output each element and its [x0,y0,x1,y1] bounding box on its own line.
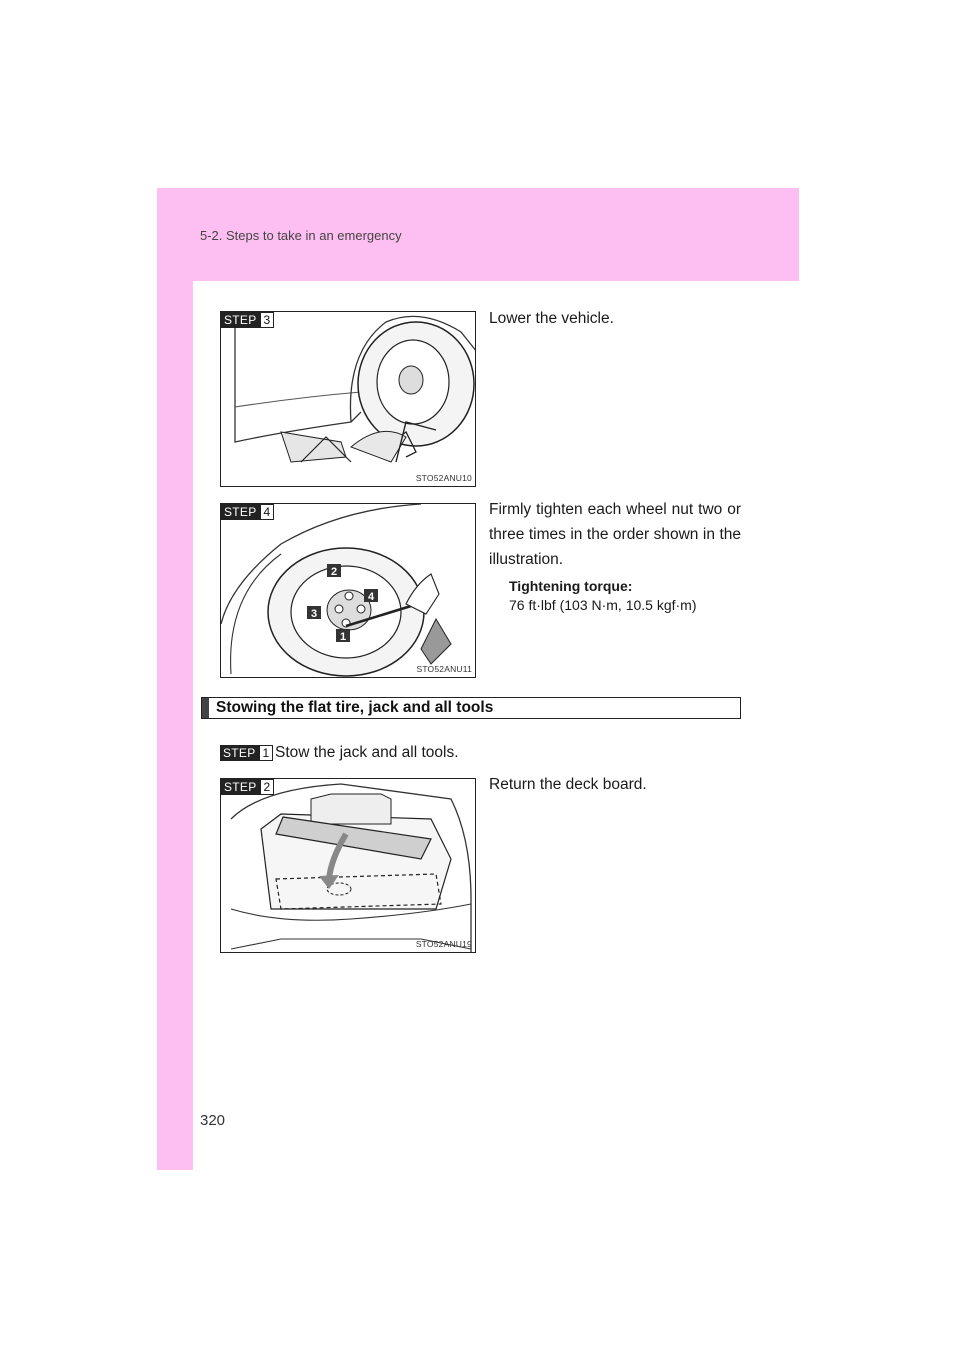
callout-2 [327,564,341,577]
figure-tighten-nuts: 2 4 3 1 STEP 4 STO52ANU11 [220,503,476,678]
step-badge: STEP 3 [221,312,275,328]
torque-value: 76 ft·lbf (103 N·m, 10.5 kgf·m) [509,597,697,613]
figure-deck-board: STEP 2 STO52ANU19 [220,778,476,953]
callout-3 [307,606,321,619]
page-number: 320 [200,1112,226,1129]
step-4-text: Firmly tighten each wheel nut two or thr… [489,501,741,568]
svg-text:1: 1 [340,631,346,643]
figure-code: STO52ANU19 [415,939,472,949]
section-heading-accent [202,698,209,718]
step-3-text: Lower the vehicle. [489,310,614,327]
section-title: Stowing the flat tire, jack and all tool… [216,699,494,716]
stow-step-2-text: Return the deck board. [489,776,647,793]
step-badge: STEP 1 [220,745,274,761]
stow-step-1-text: Stow the jack and all tools. [275,744,459,761]
figure-code: STO52ANU10 [415,473,472,483]
deck-board-illustration [230,783,472,952]
callout-1 [336,629,350,642]
figure-lower-vehicle: STEP 3 STO52ANU10 [220,311,476,487]
svg-text:3: 3 [311,608,317,620]
torque-label: Tightening torque: [509,578,633,594]
page-header [157,188,799,281]
step-badge: STEP 4 [221,504,275,520]
svg-text:2: 2 [331,566,337,578]
section-label: 5-2. Steps to take in an emergency [200,228,402,243]
tighten-nuts-illustration: 2 4 3 1 [221,504,452,677]
figure-code: STO52ANU11 [416,664,472,674]
section-heading-bar: Stowing the flat tire, jack and all tool… [201,697,741,719]
side-tab-strip [157,188,193,1170]
step-badge: STEP 2 [221,779,275,795]
lower-vehicle-illustration [234,312,475,463]
callout-4 [364,589,378,602]
svg-text:4: 4 [368,591,375,603]
